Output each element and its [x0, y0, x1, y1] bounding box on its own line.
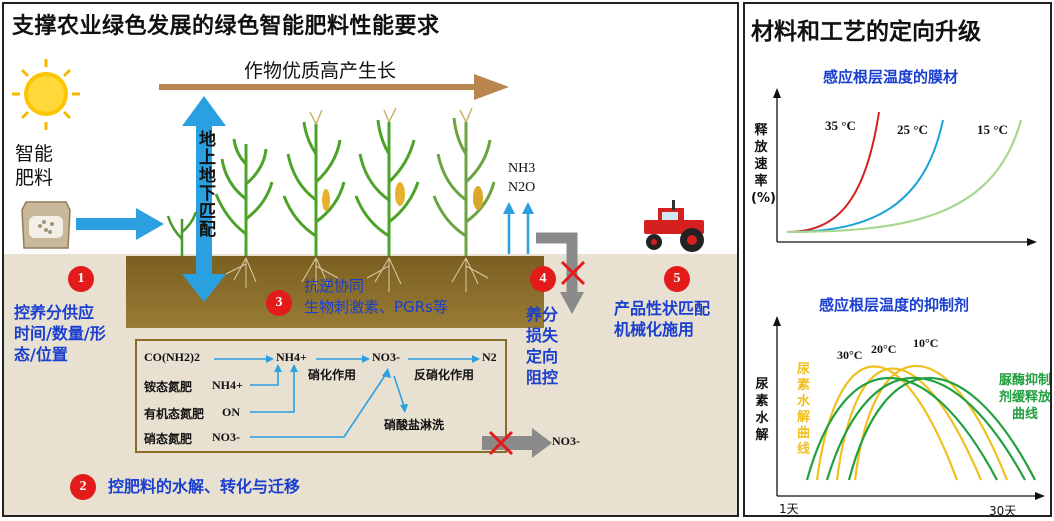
- point-2-badge: 2: [70, 474, 96, 500]
- inhibitor-curve-label: 脲酶抑制剂缓释放曲线: [999, 373, 1052, 422]
- point-5-line-2: 机械化施用: [614, 320, 695, 339]
- growth-arrow: [159, 74, 509, 100]
- urea-label: CO(NH2)2: [144, 350, 200, 364]
- point-1-line-1: 控养分供应: [14, 303, 95, 322]
- point-1-line-2: 时间/数量/形: [14, 324, 106, 343]
- point-5-text: 产品性状匹配 机械化施用: [614, 298, 710, 340]
- membrane-chart-ylabel: 释放速率(%): [751, 123, 776, 206]
- process-arrows: [214, 358, 472, 438]
- membrane-curve-15c: [786, 119, 1023, 234]
- point-1-line-3: 态/位置: [14, 345, 68, 364]
- denitrification-label: 反硝化作用: [414, 368, 475, 382]
- nh4-label: NH4+: [276, 350, 307, 364]
- point-4-line-1: 养分: [526, 305, 559, 324]
- roots: [225, 257, 489, 292]
- no3-label: NO3-: [372, 350, 400, 364]
- leaching-label: 硝酸盐淋洗: [384, 418, 445, 432]
- gas-n2o-label: N2O: [508, 180, 536, 195]
- inhibitor-chart-axes: [773, 316, 1045, 500]
- point-3-line-1: 抗逆协同: [304, 277, 365, 295]
- leaching-block-cross-icon: [488, 430, 514, 456]
- right-panel-title: 材料和工艺的定向升级: [751, 19, 981, 45]
- left-panel: 支撑农业绿色发展的绿色智能肥料性能要求: [2, 2, 739, 517]
- point-3-badge: 3: [266, 290, 292, 316]
- gas-nh3-label: NH3: [508, 161, 536, 176]
- inhibitor-curve-1: [805, 376, 998, 481]
- point-4-line-2: 损失: [526, 326, 559, 345]
- organic-on-label: ON: [222, 405, 240, 419]
- scene-illustration: [4, 59, 737, 515]
- hydrolysis-curve-30c: [815, 365, 959, 481]
- membrane-series-25c-label: 25 °C: [897, 122, 928, 137]
- ammonium-ion-label: NH4+: [212, 378, 243, 392]
- vertical-arrow-label: 地上地下匹配: [195, 130, 215, 238]
- hydrolysis-curve-10c: [853, 364, 1009, 481]
- right-charts: [773, 88, 1045, 500]
- crop-plants: [166, 107, 496, 256]
- membrane-chart-title: 感应根层温度的膜材: [823, 68, 959, 86]
- point-4-line-4: 阻控: [526, 368, 559, 387]
- leach-out-label: NO3-: [552, 434, 580, 448]
- hydrolysis-series-30c-label: 30°C: [837, 348, 863, 362]
- gas-emission-arrows: [503, 202, 534, 254]
- nitrate-fertilizer-label: 硝态氮肥: [144, 432, 193, 446]
- point-3-line-2: 生物刺激素、PGRs等: [304, 298, 448, 316]
- point-1-badge: 1: [68, 266, 94, 292]
- nitrification-label: 硝化作用: [308, 368, 357, 382]
- hydrolysis-series-20c-label: 20°C: [871, 342, 897, 356]
- inhibitor-chart-ylabel: 尿素水解: [755, 377, 769, 443]
- hydrolysis-series-10c-label: 10°C: [913, 336, 939, 350]
- nitrate-ion-label: NO3-: [212, 430, 240, 444]
- membrane-series-15c-label: 15 °C: [977, 122, 1008, 137]
- point-4-line-3: 定向: [526, 347, 559, 366]
- fertilizer-label-line-1: 智能: [15, 143, 54, 165]
- organic-fertilizer-label: 有机态氮肥: [144, 407, 205, 421]
- hydrolysis-curve-20c: [835, 367, 983, 481]
- leaching-arrow: [482, 428, 552, 458]
- block-cross-icon: [560, 260, 586, 286]
- membrane-chart-axes: [773, 88, 1037, 246]
- tractor-icon: [644, 200, 704, 252]
- above-below-arrow: [182, 96, 226, 302]
- point-3-text: 抗逆协同 生物刺激素、PGRs等: [304, 276, 448, 318]
- inhibitor-x-start-label: 1天: [779, 502, 799, 516]
- ammonium-fertilizer-label: 铵态氮肥: [144, 380, 193, 394]
- n2-label: N2: [482, 350, 497, 364]
- fertilizer-label-line-2: 肥料: [15, 167, 54, 189]
- fertilizer-bag-icon: [21, 201, 71, 249]
- growth-label: 作物优质高产生长: [244, 60, 397, 82]
- point-5-badge: 5: [664, 266, 690, 292]
- inhibitor-curve-3: [847, 376, 1036, 481]
- fertilizer-label: 智能 肥料: [15, 142, 53, 190]
- fertilizer-apply-arrow: [76, 208, 164, 240]
- process-box: [135, 339, 507, 453]
- left-panel-title: 支撑农业绿色发展的绿色智能肥料性能要求: [12, 14, 440, 39]
- inhibitor-chart-title: 感应根层温度的抑制剂: [819, 296, 970, 314]
- point-5-line-1: 产品性状匹配: [614, 299, 711, 318]
- sun-icon: [12, 59, 80, 130]
- point-4-text: 养分 损失 定向 阻控: [526, 304, 558, 388]
- membrane-series-35c-label: 35 °C: [825, 118, 856, 133]
- inhibitor-x-end-label: 30天: [989, 504, 1017, 517]
- point-1-text: 控养分供应 时间/数量/形 态/位置: [14, 302, 106, 365]
- right-panel: 材料和工艺的定向升级 感应根层温度的膜材 释放速率(%): [743, 2, 1052, 517]
- point-2-text: 控肥料的水解、转化与迁移: [108, 477, 301, 496]
- gas-labels: NH3 N2O: [508, 159, 535, 197]
- hydrolysis-curve-label: 尿素水解曲线: [797, 362, 811, 457]
- inhibitor-curve-2: [825, 376, 1026, 481]
- point-4-badge: 4: [530, 266, 556, 292]
